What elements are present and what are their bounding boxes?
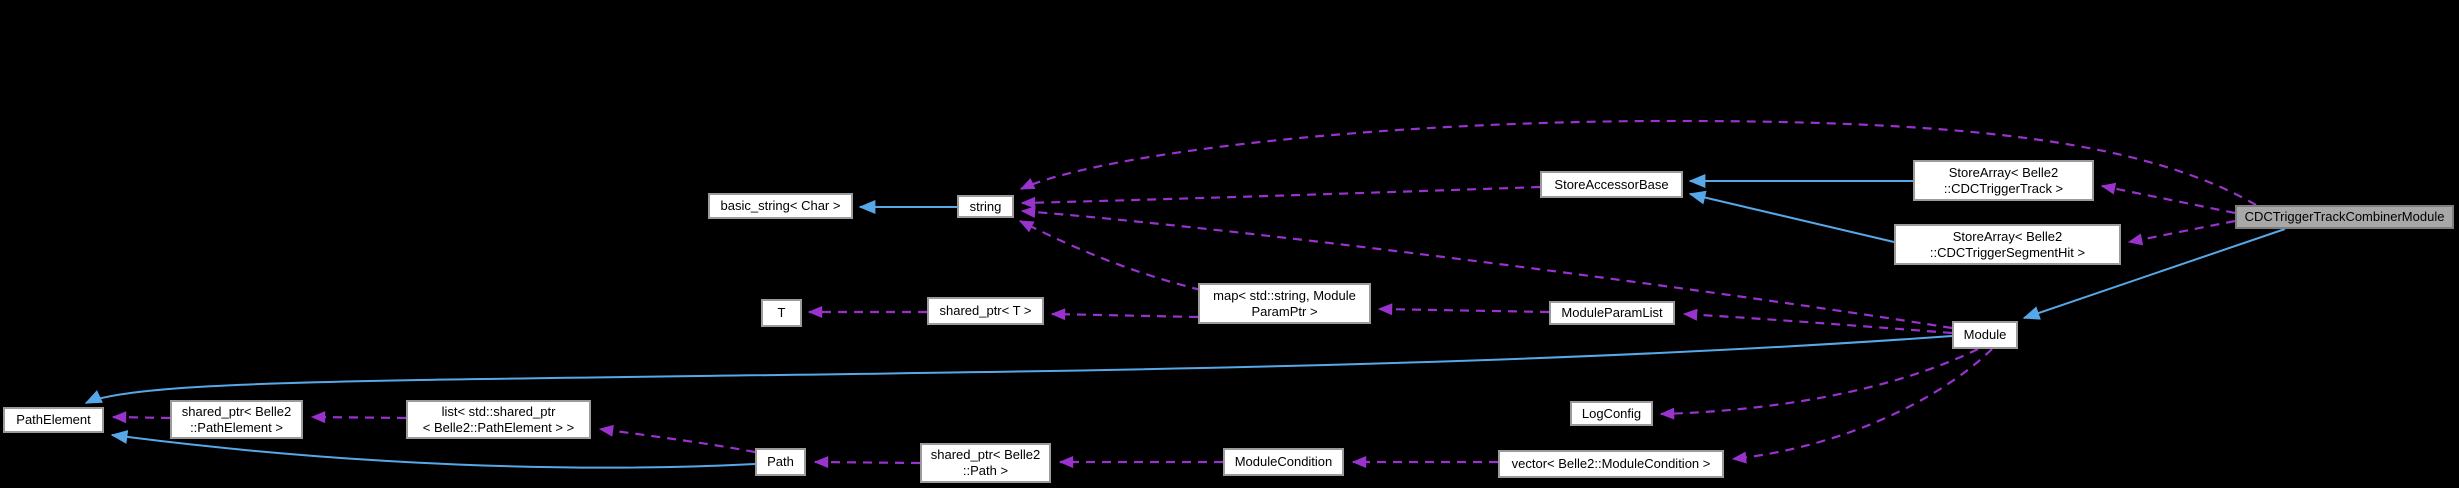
edge-Module-to-PathElement — [84, 335, 1953, 404]
node-label: T — [777, 305, 786, 321]
node-label: ::PathElement > — [190, 419, 283, 435]
node-label: ModuleCondition — [1234, 454, 1333, 470]
node-label: map< std::string, Module — [1213, 287, 1356, 303]
node-Module[interactable]: Module — [1952, 321, 2018, 349]
node-label: Path — [767, 454, 794, 470]
edge-map_ModuleParamPtr-to-string — [1018, 220, 1202, 292]
edge-CDCTriggerTrackCombinerModule-to-StoreArray_CDCTriggerSegmentHit — [2127, 219, 2236, 246]
node-label: basic_string< Char > — [720, 198, 841, 214]
node-label: StoreArray< Belle2 — [1952, 228, 2063, 244]
node-label: LogConfig — [1581, 405, 1642, 421]
node-shared_ptr_T[interactable]: shared_ptr< T > — [927, 297, 1044, 325]
node-label: ModuleParamList — [1561, 305, 1663, 321]
node-label: ::CDCTriggerTrack > — [1943, 180, 2064, 196]
node-label: shared_ptr< T > — [939, 303, 1032, 319]
edge-Module-to-ModuleParamList — [1682, 308, 1953, 335]
edge-Module-to-string — [1020, 206, 1953, 330]
node-label: PathElement — [16, 412, 91, 428]
edge-list_shared_ptr_PathElement-to-shared_ptr_PathElement — [310, 411, 407, 424]
edge-StoreArray_CDCTriggerSegmentHit-to-StoreAccessorBase — [1688, 190, 1895, 243]
node-T[interactable]: T — [761, 299, 802, 327]
node-basic_string[interactable]: basic_string< Char > — [708, 193, 853, 219]
edge-shared_ptr_PathElement-to-PathElement — [111, 411, 171, 424]
node-StoreAccessorBase[interactable]: StoreAccessorBase — [1540, 171, 1683, 198]
node-StoreArray_CDCTriggerTrack[interactable]: StoreArray< Belle2::CDCTriggerTrack > — [1913, 160, 2094, 201]
node-ModuleCondition[interactable]: ModuleCondition — [1223, 448, 1344, 476]
node-label: shared_ptr< Belle2 — [930, 447, 1041, 463]
node-label: < Belle2::PathElement > > — [422, 419, 575, 435]
edge-CDCTriggerTrackCombinerModule-to-Module — [2022, 228, 2286, 320]
node-shared_ptr_Path[interactable]: shared_ptr< Belle2::Path > — [920, 443, 1051, 483]
node-CDCTriggerTrackCombinerModule[interactable]: CDCTriggerTrackCombinerModule — [2235, 205, 2454, 229]
node-string[interactable]: string — [957, 195, 1014, 218]
node-vector_ModuleCondition[interactable]: vector< Belle2::ModuleCondition > — [1498, 450, 1724, 478]
node-StoreArray_CDCTriggerSegmentHit[interactable]: StoreArray< Belle2::CDCTriggerSegmentHit… — [1894, 224, 2121, 265]
node-label: ParamPtr > — [1251, 303, 1318, 319]
node-label: CDCTriggerTrackCombinerModule — [2244, 209, 2445, 225]
node-ModuleParamList[interactable]: ModuleParamList — [1549, 301, 1675, 325]
node-label: StoreArray< Belle2 — [1948, 164, 2059, 180]
node-label: Module — [1963, 327, 2007, 343]
edge-CDCTriggerTrackCombinerModule-to-string — [1019, 119, 2257, 206]
edge-Module-to-vector_ModuleCondition — [1731, 348, 1993, 464]
edge-shared_ptr_Path-to-Path — [813, 456, 921, 469]
node-label: ::CDCTriggerSegmentHit > — [1929, 244, 2086, 260]
edge-Module-to-LogConfig — [1659, 348, 1979, 420]
node-list_shared_ptr_PathElement[interactable]: list< std::shared_ptr< Belle2::PathEleme… — [406, 400, 591, 439]
node-label: list< std::shared_ptr — [441, 403, 556, 419]
edge-Path-to-PathElement — [110, 430, 756, 469]
node-LogConfig[interactable]: LogConfig — [1570, 401, 1653, 426]
edge-Path-to-list_shared_ptr_PathElement — [598, 424, 756, 454]
node-Path[interactable]: Path — [755, 448, 806, 476]
edge-StoreAccessorBase-to-string — [1020, 185, 1541, 209]
node-shared_ptr_PathElement[interactable]: shared_ptr< Belle2::PathElement > — [170, 400, 303, 439]
edge-CDCTriggerTrackCombinerModule-to-StoreArray_CDCTriggerTrack — [2100, 182, 2236, 215]
node-PathElement[interactable]: PathElement — [3, 407, 104, 433]
node-label: ::Path > — [962, 463, 1009, 478]
edge-map_ModuleParamPtr-to-shared_ptr_T — [1050, 308, 1199, 321]
node-label: string — [969, 198, 1002, 214]
edge-ModuleParamList-to-map_ModuleParamPtr — [1377, 303, 1550, 316]
node-label: vector< Belle2::ModuleCondition > — [1511, 456, 1711, 472]
node-label: StoreAccessorBase — [1554, 176, 1669, 192]
node-label: shared_ptr< Belle2 — [181, 403, 292, 419]
